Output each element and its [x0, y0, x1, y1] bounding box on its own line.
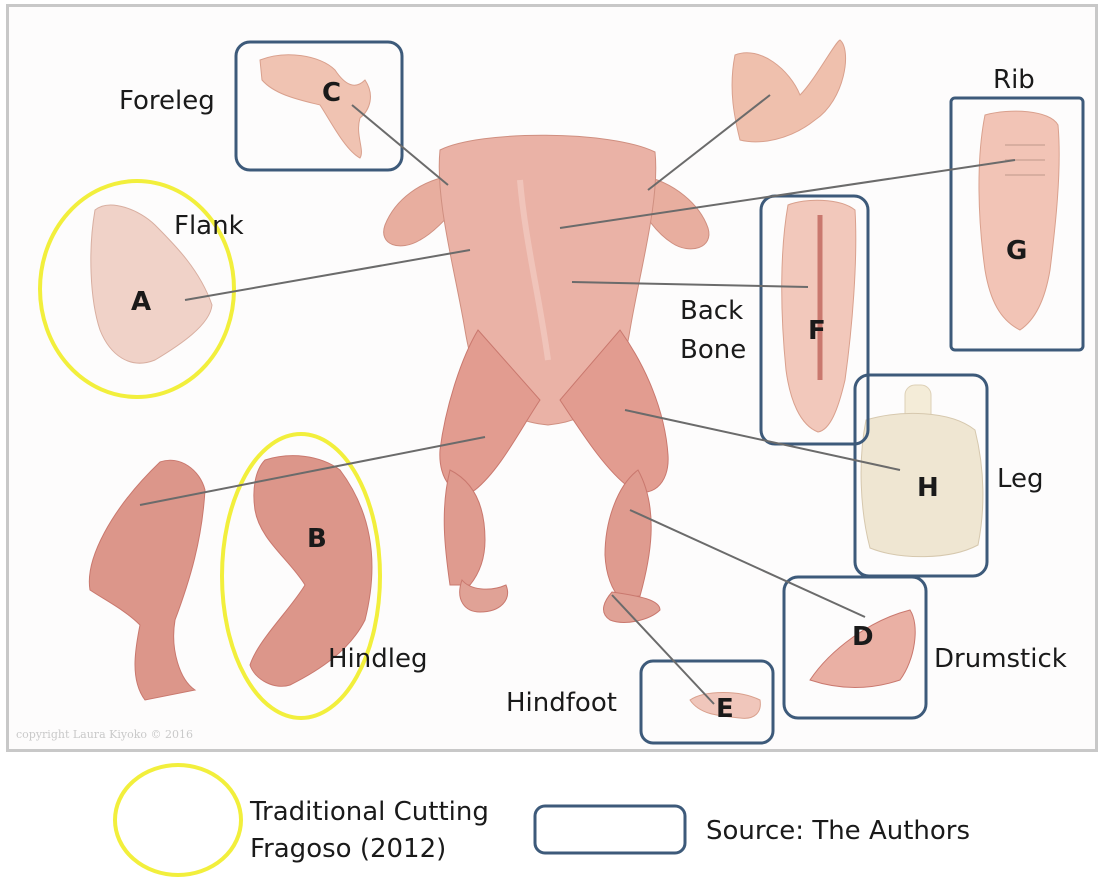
letter-a: A [131, 289, 151, 315]
loose-foreleg-piece [732, 40, 846, 142]
label-back-bone-line2: Bone [680, 337, 746, 363]
label-rib: Rib [993, 67, 1035, 93]
letter-c: C [322, 80, 341, 106]
rib-piece [979, 111, 1059, 330]
carcass-left-foot [460, 580, 508, 612]
label-hindleg: Hindleg [328, 646, 427, 672]
letter-d: D [852, 624, 874, 650]
leader-line-right-foreleg [648, 95, 770, 190]
legend-traditional-line2: Fragoso (2012) [250, 833, 446, 866]
letter-b: B [307, 526, 327, 552]
carcass-right-foot [604, 592, 660, 622]
letter-g: G [1006, 238, 1027, 264]
legend-authors-label: Source: The Authors [706, 815, 970, 848]
legend-traditional-line1: Traditional Cutting [250, 796, 489, 829]
carcass-right-shin [605, 470, 651, 598]
leader-line-hindfoot [612, 595, 714, 704]
label-back-bone-line1: Back [680, 298, 743, 324]
legend-traditional-swatch [115, 765, 241, 875]
label-drumstick: Drumstick [934, 646, 1067, 672]
label-foreleg: Foreleg [119, 88, 215, 114]
letter-h: H [917, 475, 939, 501]
frog-carcass [384, 135, 709, 622]
leader-line-foreleg [352, 105, 448, 185]
leader-line-drumstick [630, 510, 865, 617]
legend-authors-swatch [535, 806, 685, 853]
label-flank: Flank [174, 213, 244, 239]
copyright-watermark: copyright Laura Kiyoko © 2016 [16, 728, 193, 741]
label-hindfoot: Hindfoot [506, 690, 617, 716]
letter-f: F [808, 318, 826, 344]
letter-e: E [716, 696, 734, 722]
label-leg: Leg [997, 466, 1044, 492]
